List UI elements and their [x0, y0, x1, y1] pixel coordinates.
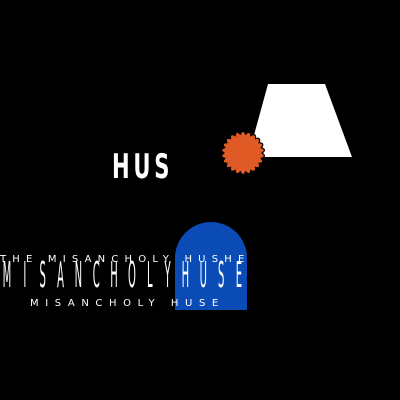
stretched-letter: C: [92, 258, 100, 298]
stretched-letter: S: [39, 258, 46, 298]
stretched-letter: A: [57, 258, 64, 298]
blue-arch-shape: [175, 222, 247, 310]
sun-disc: [221, 130, 265, 176]
stretched-letter: Y: [164, 258, 171, 298]
stretched-letter: M: [2, 258, 12, 298]
stretched-letter: E: [235, 258, 243, 298]
poster-title: HUS: [112, 147, 174, 187]
stretched-letter: H: [181, 258, 190, 298]
stretched-letter: I: [23, 258, 27, 298]
stretched-letter: N: [74, 258, 83, 298]
bottom-text-line: MISANCHOLY HUSE: [30, 298, 225, 309]
stretched-letter: S: [217, 258, 225, 298]
top-text-line: THE MISANCHOLY HUSHE: [0, 254, 251, 265]
stretched-letter: U: [199, 258, 207, 298]
stretched-letter: O: [127, 258, 136, 298]
stretched-letter: H: [110, 258, 118, 298]
stretched-letter: L: [146, 258, 153, 298]
